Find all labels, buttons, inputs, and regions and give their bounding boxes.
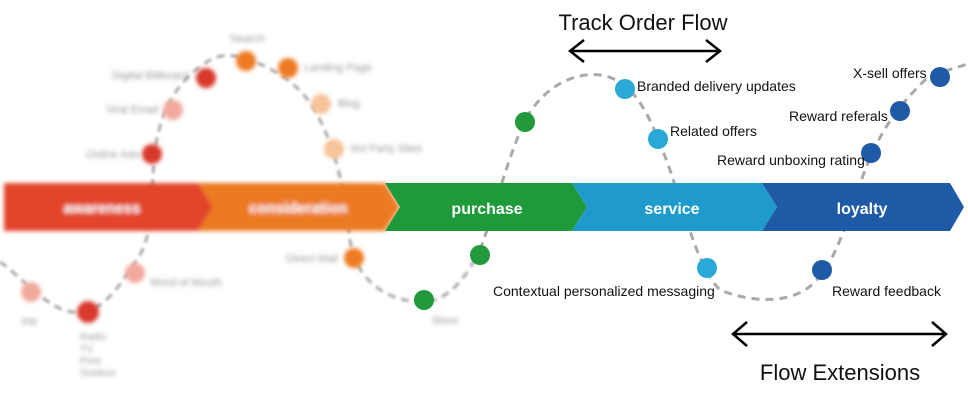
- label-related-offers: Related offers: [670, 123, 757, 139]
- stage-bar: awareness consideration purchase service…: [4, 183, 964, 231]
- dot-purchase-upper: [515, 112, 535, 132]
- dot-online-ads: [142, 144, 162, 164]
- label-line: Print: [80, 356, 101, 367]
- dot-pr: [21, 282, 41, 302]
- dot-reward-unboxing-rating: [861, 143, 881, 163]
- dot-reward-feedback: [812, 260, 832, 280]
- dot-reward-referals: [890, 101, 910, 121]
- track-order-flow-title: Track Order Flow: [558, 10, 727, 35]
- stage-consideration: [198, 183, 400, 231]
- flow-extensions-arrowhead-right: [931, 321, 948, 347]
- dot-word-of-mouth: [125, 263, 145, 283]
- label-word-of-mouth: Word of Mouth: [150, 277, 222, 289]
- label-direct-mail: Direct Mail: [286, 253, 338, 265]
- track-order-flow-arrowhead-right: [705, 39, 723, 63]
- faded-touchpoints: Search Landing Page Digital Billboard Bl…: [21, 33, 458, 379]
- dot-purchase-lower: [470, 245, 490, 265]
- stage-purchase-label: purchase: [451, 201, 522, 218]
- stage-loyalty: [762, 183, 964, 231]
- label-contextual-messaging: Contextual personalized messaging: [493, 283, 715, 299]
- stage-awareness-label: awareness: [64, 200, 141, 217]
- label-line: Outdoor: [80, 368, 117, 379]
- label-search: Search: [230, 33, 265, 45]
- dot-viral-email: [163, 100, 183, 120]
- dot-third-party-sites: [324, 139, 344, 159]
- touchpoints: Branded delivery updates Related offers …: [414, 65, 950, 310]
- label-pr: PR: [22, 317, 37, 329]
- label-digital-billboard: Digital Billboard: [112, 70, 188, 82]
- dot-related-offers: [648, 129, 668, 149]
- label-branded-delivery-updates: Branded delivery updates: [637, 78, 796, 94]
- label-line: Radio: [80, 332, 107, 343]
- flow-extensions-title: Flow Extensions: [760, 360, 920, 385]
- dot-xsell-offers: [930, 67, 950, 87]
- journey-path: [478, 62, 968, 301]
- stage-consideration-label: consideration: [249, 200, 347, 217]
- dot-landing-page: [278, 58, 298, 78]
- stage-service-label: service: [644, 201, 699, 218]
- dot-direct-mail: [344, 248, 364, 268]
- stage-loyalty-label: loyalty: [837, 201, 888, 218]
- track-order-flow-annotation: Track Order Flow: [558, 10, 728, 63]
- flow-extensions-annotation: Flow Extensions: [731, 321, 948, 385]
- label-online-ads: Online Ads: [86, 149, 140, 161]
- dot-store: [414, 290, 434, 310]
- label-line: TV: [80, 344, 93, 355]
- label-store: Store: [432, 315, 458, 327]
- dot-blog: [311, 94, 331, 114]
- label-reward-unboxing-rating: Reward unboxing rating: [717, 152, 865, 168]
- stage-service: [572, 183, 777, 231]
- stage-awareness: [4, 183, 213, 231]
- label-reward-feedback: Reward feedback: [832, 283, 942, 299]
- flow-extensions-arrowhead-left: [731, 321, 748, 347]
- journey-path-faded: [0, 54, 482, 314]
- dot-digital-billboard: [196, 68, 216, 88]
- stage-purchase: [385, 183, 587, 231]
- label-reward-referals: Reward referals: [789, 108, 888, 124]
- dot-radio-tv: [77, 301, 99, 323]
- label-xsell-offers: X-sell offers: [853, 65, 927, 81]
- dot-branded-delivery-updates: [615, 79, 635, 99]
- label-blog: Blog: [338, 98, 360, 110]
- label-landing-page: Landing Page: [304, 62, 372, 74]
- dot-contextual-messaging: [697, 258, 717, 278]
- dot-search: [236, 51, 256, 71]
- label-third-party-sites: 3rd Party Sites: [350, 143, 423, 155]
- label-viral-email: Viral Email: [106, 104, 158, 116]
- track-order-flow-arrowhead-left: [567, 39, 585, 63]
